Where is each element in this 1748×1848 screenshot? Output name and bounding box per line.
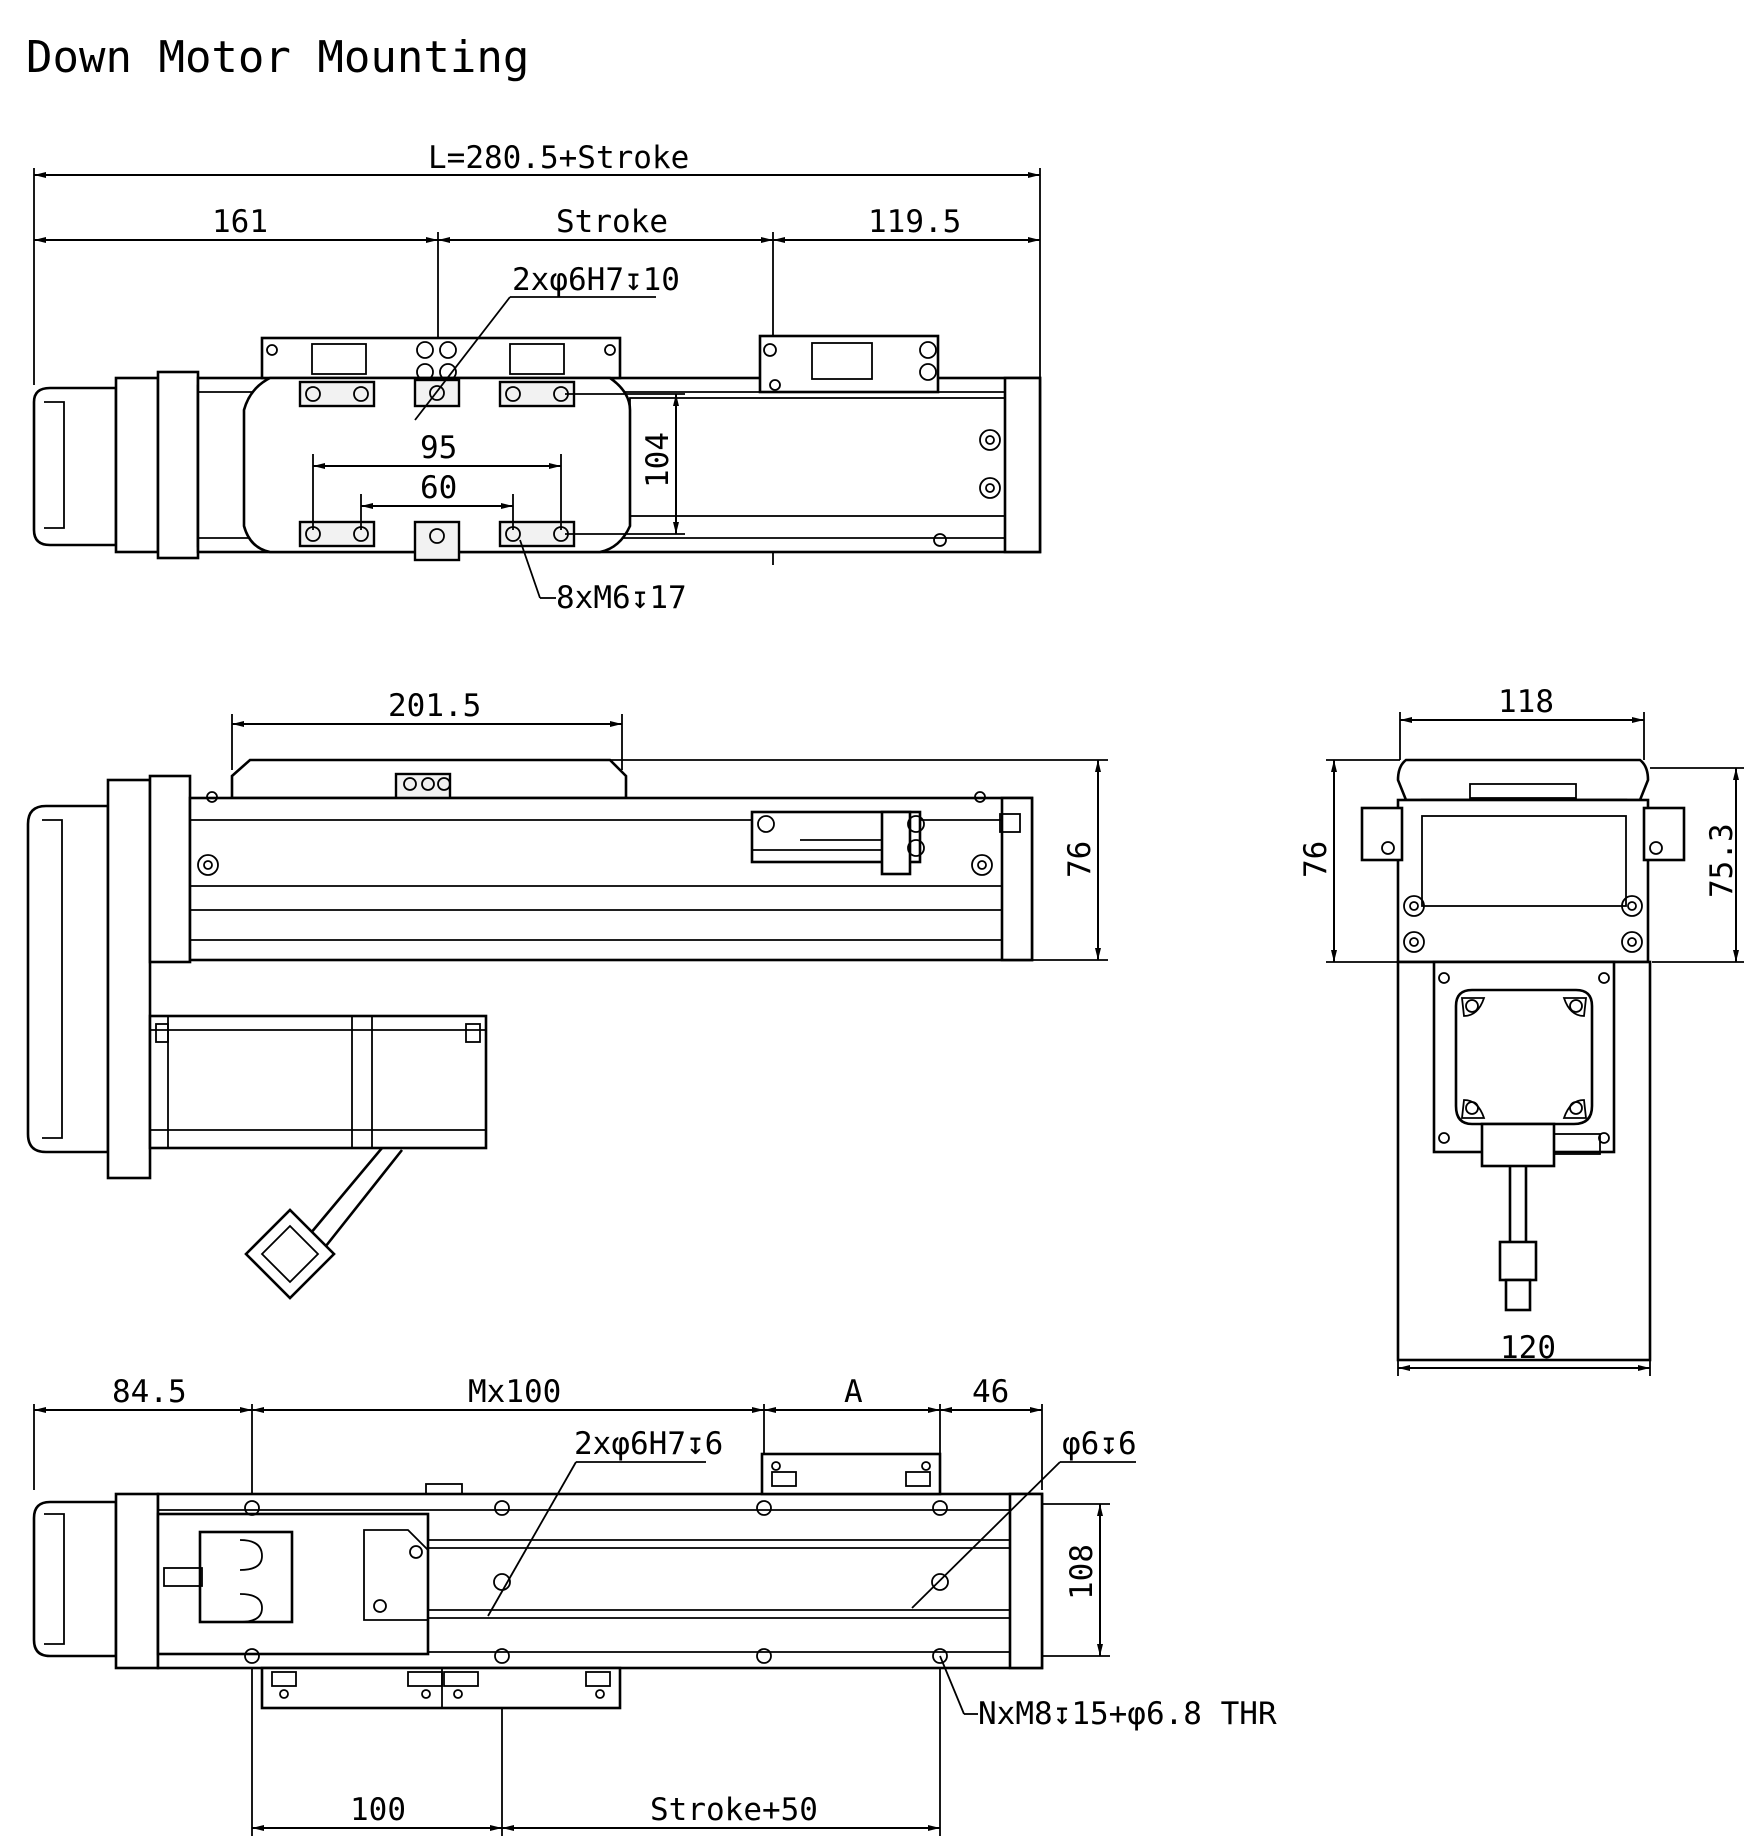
dim-end-top-width: 118 — [1498, 684, 1554, 720]
dim-carriage-length: 201.5 — [388, 688, 481, 724]
dim-bottom-right-offset: 46 — [972, 1374, 1009, 1410]
dim-hole-pitch-y: 104 — [640, 432, 676, 488]
dim-hole-pitch-inner: 60 — [420, 470, 457, 506]
side-motor — [148, 1014, 488, 1150]
dim-side-height: 76 — [1062, 841, 1098, 878]
end-view: 118 76 75.3 — [1298, 684, 1744, 1376]
top-sensor-bracket-right — [758, 334, 940, 394]
motor-cover — [32, 386, 118, 547]
end-body — [1396, 798, 1650, 964]
callout-mount-holes: NxM8↧15+φ6.8 THR — [978, 1696, 1277, 1732]
motor-end-cap — [26, 804, 110, 1154]
dim-right-offset: 119.5 — [868, 204, 961, 240]
dim-bottom-width: 108 — [1064, 1544, 1100, 1600]
bottom-motor-cover — [32, 1500, 118, 1658]
dim-overall-length: L=280.5+Stroke — [428, 140, 689, 176]
dim-hole-spacing: Mx100 — [468, 1374, 561, 1410]
dim-stroke: Stroke — [556, 204, 668, 240]
dim-end-base-width: 120 — [1500, 1330, 1556, 1366]
callout-pin-bottom: φ6↧6 — [1062, 1426, 1137, 1462]
dim-first-hole: 100 — [350, 1792, 406, 1828]
top-view: L=280.5+Stroke 161 Stroke 119.5 — [32, 140, 1042, 616]
callout-dowel-top: 2xφ6H7↧10 — [512, 262, 680, 298]
dim-end-height-left: 76 — [1298, 841, 1334, 878]
callout-dowel-bottom: 2xφ6H7↧6 — [574, 1426, 723, 1462]
callout-screws-top: 8xM6↧17 — [556, 580, 687, 616]
dim-a: A — [844, 1374, 863, 1410]
drawing-title: Down Motor Mounting — [26, 32, 529, 83]
dim-end-height-right: 75.3 — [1704, 823, 1740, 898]
dim-left-offset: 161 — [212, 204, 268, 240]
side-view: 201.5 76 — [26, 688, 1108, 1300]
dim-bottom-left-offset: 84.5 — [112, 1374, 187, 1410]
bottom-view: 84.5 Mx100 A 46 100 Stroke+50 108 — [32, 1374, 1277, 1836]
dim-stroke-plus: Stroke+50 — [650, 1792, 818, 1828]
dim-hole-pitch-x: 95 — [420, 430, 457, 466]
